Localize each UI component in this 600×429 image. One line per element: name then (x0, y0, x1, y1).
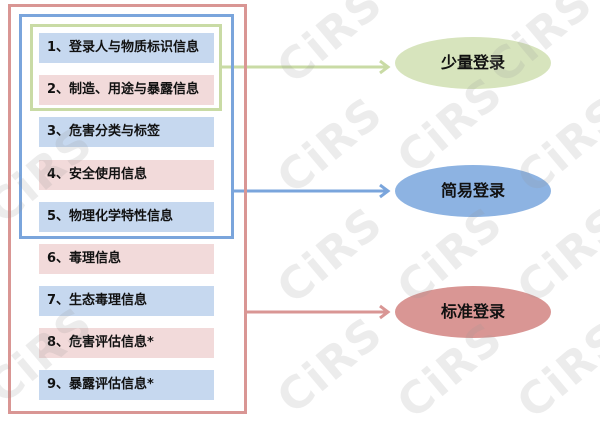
info-item-6: 6、毒理信息 (39, 244, 214, 274)
info-item-1: 1、登录人与物质标识信息 (39, 33, 214, 63)
small-scope-box (30, 24, 222, 111)
arrow-to-standard (247, 304, 391, 320)
info-item-7: 7、生态毒理信息 (39, 286, 214, 316)
info-item-2: 2、制造、用途与暴露信息 (39, 75, 214, 105)
arrow-to-small (222, 59, 391, 75)
standard-scope-box (8, 4, 247, 414)
simple-scope-box (19, 14, 234, 239)
info-item-4: 4、安全使用信息 (39, 160, 214, 190)
connector-arrows (222, 59, 391, 320)
info-item-9: 9、暴露评估信息* (39, 370, 214, 400)
info-item-8: 8、危害评估信息* (39, 328, 214, 358)
simple-registration-ellipse: 简易登录 (395, 165, 551, 217)
info-item-3: 3、危害分类与标签 (39, 117, 214, 147)
arrow-to-simple (234, 183, 391, 199)
small-registration-ellipse: 少量登录 (395, 37, 551, 89)
info-item-5: 5、物理化学特性信息 (39, 202, 214, 232)
standard-registration-ellipse: 标准登录 (395, 286, 551, 338)
